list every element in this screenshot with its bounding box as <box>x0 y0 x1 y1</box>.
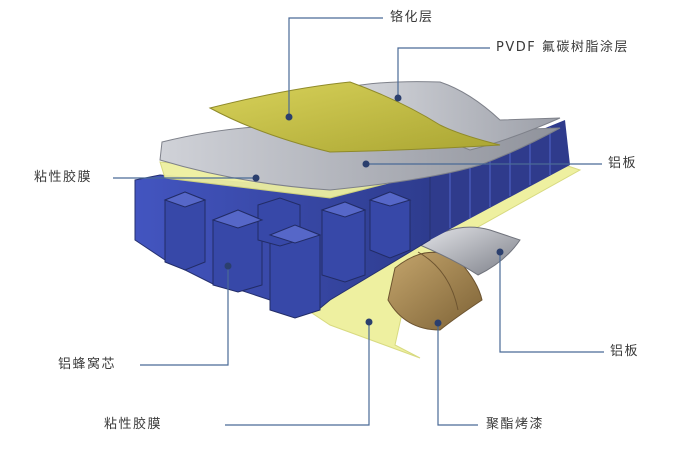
honeycomb-cell-tops <box>163 191 412 244</box>
chrome-conversion-layer <box>208 81 501 153</box>
leader-lines <box>113 17 604 426</box>
label-pvdf-coating: PVDF 氟碳树脂涂层 <box>496 40 629 55</box>
label-aluminum-top: 铝板 <box>608 156 638 171</box>
label-adhesive-bottom: 粘性胶膜 <box>104 417 163 432</box>
label-chrome-layer: 铬化层 <box>390 10 434 25</box>
honeycomb-cells <box>164 191 411 319</box>
label-polyester-paint: 聚酯烤漆 <box>486 417 545 432</box>
label-aluminum-bottom: 铝板 <box>610 344 640 359</box>
leader-dots <box>224 94 504 327</box>
honeycomb-back-ribs <box>449 127 551 228</box>
label-honeycomb-core: 铝蜂窝芯 <box>58 357 117 372</box>
honeycomb-back-wall <box>430 120 570 240</box>
label-adhesive-top: 粘性胶膜 <box>34 170 93 185</box>
aluminum-sheet-bottom <box>418 226 521 276</box>
